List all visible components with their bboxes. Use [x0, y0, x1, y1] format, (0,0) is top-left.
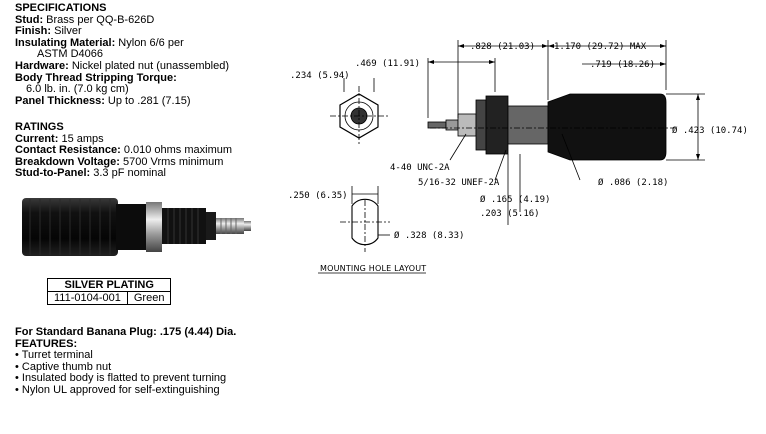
plating-table: SILVER PLATING 111-0104-001 Green	[46, 278, 172, 305]
color-cell: Green	[126, 291, 172, 305]
spec-insulating-cont: ASTM D4066	[37, 48, 104, 61]
rating-stud-panel: Stud-to-Panel: 3.3 pF nominal	[15, 167, 166, 180]
dim-469: .469 (11.91)	[355, 59, 420, 69]
spec-finish: Finish: Silver	[15, 25, 82, 38]
rating-contact: Contact Resistance: 0.010 ohms maximum	[15, 144, 233, 157]
list-item: • Turret terminal	[15, 349, 93, 362]
product-photo	[22, 198, 251, 256]
spec-torque-value: 6.0 lb. in. (7.0 kg cm)	[26, 83, 129, 96]
list-item: • Insulated body is flatted to prevent t…	[15, 372, 227, 385]
dim-203: .203 (5.16)	[480, 209, 540, 219]
dim-086: Ø .086 (2.18)	[598, 177, 668, 188]
spec-panel: Panel Thickness: Up to .281 (7.15)	[15, 94, 191, 107]
plating-header: SILVER PLATING	[46, 278, 172, 292]
dim-828: .828 (21.03)	[470, 42, 535, 52]
specifications-heading: SPECIFICATIONS	[15, 2, 107, 14]
thread-516: 5/16-32 UNEF-2A	[418, 178, 500, 188]
dim-719: .719 (18.26)	[590, 60, 655, 70]
features-heading: FEATURES:	[15, 337, 78, 350]
dim-234: .234 (5.94)	[290, 71, 350, 81]
dim-423: Ø .423 (10.74)	[672, 125, 748, 136]
specifications-block: SPECIFICATIONS Stud: Brass per QQ-B-626D…	[15, 2, 229, 107]
technical-drawing: .828 (21.03) 1.170 (29.72) MAX .469 (11.…	[288, 40, 748, 274]
spec-stud: Stud: Brass per QQ-B-626D	[15, 13, 155, 26]
banana-plug-line: For Standard Banana Plug: .175 (4.44) Di…	[15, 326, 237, 338]
rating-breakdown: Breakdown Voltage: 5700 Vrms minimum	[15, 155, 224, 168]
ratings-heading: RATINGS	[15, 121, 64, 133]
part-number-cell: 111-0104-001	[47, 291, 128, 305]
list-item: • Nylon UL approved for self-extinguishi…	[15, 383, 220, 396]
dim-165: Ø .165 (4.19)	[480, 194, 550, 205]
mounting-caption: MOUNTING HOLE LAYOUT	[320, 264, 426, 273]
thread-440: 4-40 UNC-2A	[390, 163, 450, 173]
dim-1170: 1.170 (29.72) MAX	[554, 42, 647, 52]
table-row: 111-0104-001 Green	[47, 291, 172, 305]
dim-250: .250 (6.35)	[288, 191, 348, 201]
spec-insulating: Insulating Material: Nylon 6/6 per	[15, 36, 184, 49]
dim-328: Ø .328 (8.33)	[394, 230, 464, 241]
features-block: For Standard Banana Plug: .175 (4.44) Di…	[15, 326, 237, 397]
spec-torque-label: Body Thread Stripping Torque:	[15, 71, 177, 84]
list-item: • Captive thumb nut	[15, 360, 112, 373]
rating-current: Current: 15 amps	[15, 132, 104, 145]
spec-hardware: Hardware: Nickel plated nut (unassembled…	[15, 59, 229, 72]
ratings-block: RATINGS Current: 15 amps Contact Resista…	[15, 121, 233, 180]
